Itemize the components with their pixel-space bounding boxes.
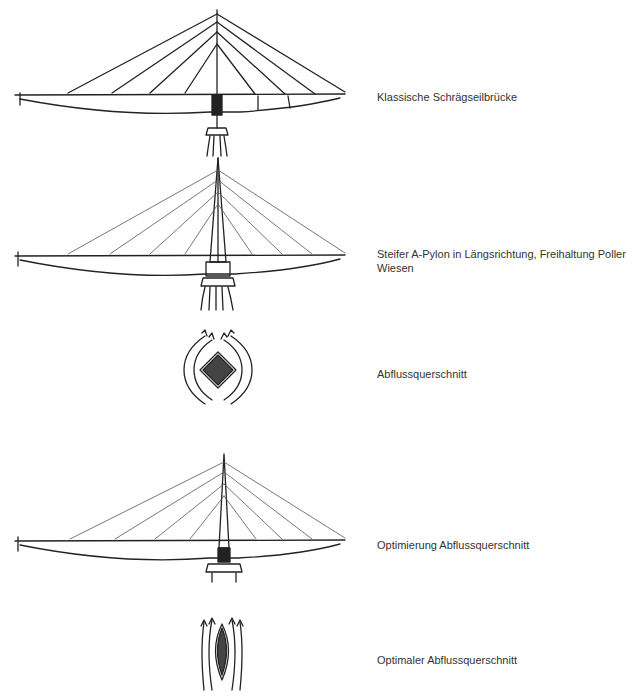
caption-label: Optimierung Abflussquerschnitt — [377, 538, 627, 552]
caption-label: Klassische Schrägseilbrücke — [377, 90, 627, 104]
optimal-flow-cross-section — [201, 618, 243, 690]
a-pylon-bridge-sketch — [15, 158, 345, 310]
flow-cross-section-diamond — [184, 330, 252, 404]
optimized-bridge-sketch — [15, 454, 345, 582]
classic-bridge-sketch — [15, 10, 345, 156]
caption-label: Abflussquerschnitt — [377, 367, 627, 381]
caption-label: Steifer A-Pylon in Längsrichtung, Freiha… — [377, 247, 627, 275]
caption-label: Optimaler Abflussquerschnitt — [377, 653, 627, 667]
